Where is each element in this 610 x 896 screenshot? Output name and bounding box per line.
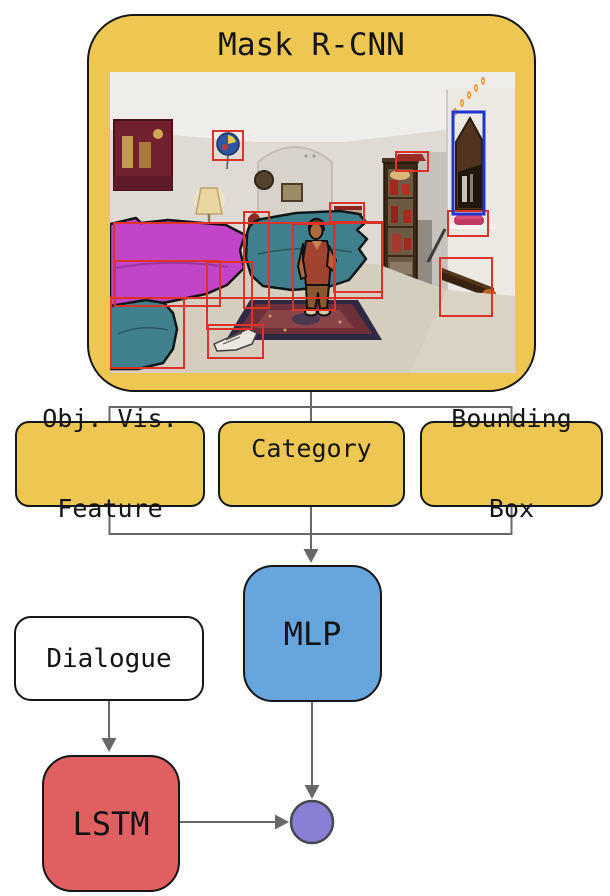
fusion-node [289,799,335,845]
floor-lamp [192,186,225,225]
mlp-node: MLP [243,565,382,702]
red-tray [393,153,426,161]
obj-vis-feature-node: Obj. Vis. Feature [15,404,205,523]
detection-image [109,71,515,373]
selected-bounding-box [451,110,485,215]
wall-clock [215,131,240,169]
wheel-decor [253,169,274,190]
small-frame [280,182,303,202]
arrow-to-lstm [101,738,117,752]
arrow-mlp-to-fusion [304,785,320,799]
wall-painting [112,118,173,191]
dialogue-label: Dialogue [46,643,172,674]
category-label: Category [251,434,372,463]
rug [225,299,382,340]
category-node: Category [218,421,405,507]
candle-flames [452,76,485,116]
obj-vis-feature-label: Obj. Vis. Feature [42,404,178,523]
wall-shelf-phone [447,214,496,240]
leaning-stick [426,227,446,263]
bounding-box-label: Bounding Box [451,404,572,523]
mlp-label: MLP [283,614,342,653]
arrow-lstm-to-fusion [275,814,289,830]
arrow-to-mlp [303,549,319,563]
lstm-node: LSTM [42,755,180,892]
mask-rcnn-node: Mask R-CNN [87,14,536,392]
ceiling [109,71,515,142]
detection-bounding-boxes [109,129,493,369]
dialogue-node: Dialogue [14,616,204,701]
mirror [454,115,483,211]
bounding-box-node: Bounding Box [420,404,603,523]
lstm-label: LSTM [72,804,150,843]
mask-rcnn-label: Mask R-CNN [218,27,405,63]
